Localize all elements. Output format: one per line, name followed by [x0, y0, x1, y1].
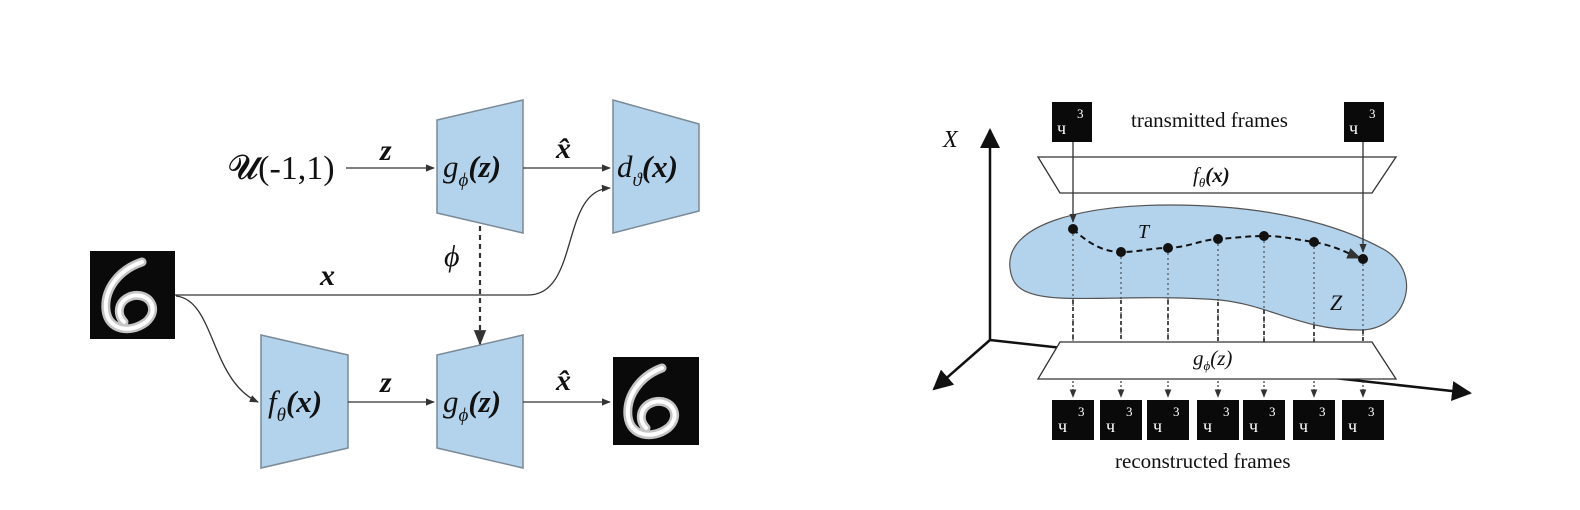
- generator-bottom-arg: (z): [468, 384, 501, 419]
- svg-text:ч: ч: [1348, 416, 1357, 436]
- encoder-arg: (x): [286, 384, 322, 419]
- svg-text:3: 3: [1368, 404, 1375, 419]
- input-digit-image: [90, 251, 175, 339]
- svg-text:ч: ч: [1058, 416, 1067, 436]
- noise-source-label: 𝓤(-1,1): [228, 150, 335, 187]
- generator-top-sub: ϕ: [459, 170, 469, 191]
- generator-top-fn: g: [443, 149, 459, 184]
- projection-lines-dark: [1072, 300, 1364, 342]
- latent-manifold: [1009, 204, 1408, 331]
- transmitted-frame-right: ч 3: [1344, 102, 1384, 142]
- svg-text:ч: ч: [1106, 416, 1115, 436]
- svg-text:ч: ч: [1153, 416, 1162, 436]
- svg-text:3: 3: [1173, 404, 1180, 419]
- edge-label-z-top: z: [379, 134, 392, 167]
- reconstructed-frame: ч3: [1147, 400, 1189, 440]
- encoder-sub: θ: [277, 405, 286, 426]
- axis-depth: [932, 339, 991, 391]
- edge-label-phi: ϕ: [444, 240, 460, 273]
- edge-label-xhat-bottom: x̂: [555, 364, 571, 397]
- trajectory-points: [1068, 224, 1368, 264]
- svg-text:fθ(x): fθ(x): [1193, 163, 1230, 190]
- transmitted-frames-label: transmitted frames: [1131, 108, 1288, 132]
- output-digit-image: [613, 357, 699, 445]
- discriminator-sub: ϑ: [633, 170, 644, 191]
- right-decoder-arg: (z): [1210, 346, 1232, 370]
- reconstructed-frame: ч3: [1293, 400, 1335, 440]
- encoder-block: fθ(x): [260, 334, 349, 469]
- reconstructed-frames-label: reconstructed frames: [1115, 449, 1291, 473]
- reconstructed-frame: ч3: [1100, 400, 1142, 440]
- right-encoder-sub: θ: [1199, 175, 1206, 190]
- generator-top-arg: (z): [468, 149, 501, 184]
- axis-label-x: X: [942, 127, 959, 153]
- right-encoder-fn: f: [1193, 163, 1202, 187]
- encoder-slab: fθ(x): [1036, 156, 1398, 194]
- right-decoder-fn: g: [1193, 346, 1204, 370]
- svg-text:ч: ч: [1349, 118, 1358, 138]
- transmitted-frame-left: ч 3: [1052, 102, 1092, 142]
- edge-label-z-bottom: z: [379, 366, 392, 399]
- reconstructed-frame: ч3: [1243, 400, 1285, 440]
- svg-text:3: 3: [1126, 404, 1133, 419]
- manifold-label: Z: [1330, 290, 1343, 315]
- right-encoder-arg: (x): [1205, 163, 1230, 187]
- svg-text:ч: ч: [1057, 118, 1066, 138]
- svg-text:3: 3: [1077, 106, 1084, 121]
- svg-text:3: 3: [1078, 404, 1085, 419]
- svg-text:gϕ(z): gϕ(z): [443, 149, 501, 191]
- right-decoder-sub: ϕ: [1204, 358, 1211, 373]
- reconstructed-frame: ч3: [1197, 400, 1239, 440]
- generator-bottom-block: gϕ(z): [436, 334, 524, 469]
- discriminator-block: dϑ(x): [612, 99, 700, 234]
- decoder-slab: gϕ(z): [1036, 341, 1398, 380]
- generator-bottom-fn: g: [443, 384, 459, 419]
- svg-text:ч: ч: [1299, 416, 1308, 436]
- svg-text:ч: ч: [1249, 416, 1258, 436]
- generator-bottom-sub: ϕ: [459, 405, 469, 426]
- svg-text:3: 3: [1369, 106, 1376, 121]
- trajectory-label: T: [1138, 221, 1151, 243]
- svg-text:gϕ(z): gϕ(z): [1193, 346, 1232, 373]
- svg-text:gϕ(z): gϕ(z): [443, 384, 501, 426]
- discriminator-fn: d: [617, 149, 633, 184]
- svg-text:3: 3: [1319, 404, 1326, 419]
- generator-top-block: gϕ(z): [436, 99, 524, 234]
- discriminator-arg: (x): [642, 149, 678, 184]
- svg-text:ч: ч: [1203, 416, 1212, 436]
- left-diagram: 𝓤(-1,1) gϕ(z) dϑ(x) fθ(x) gϕ(z): [90, 99, 700, 469]
- edge-input-to-discriminator: [175, 184, 611, 296]
- edge-input-to-encoder: [175, 295, 259, 403]
- edge-label-x: x: [319, 259, 335, 292]
- edge-label-xhat-top: x̂: [555, 132, 571, 165]
- svg-text:3: 3: [1223, 404, 1230, 419]
- right-diagram: X Z: [932, 102, 1472, 473]
- reconstructed-frame: ч3: [1342, 400, 1384, 440]
- reconstructed-frame: ч3: [1052, 400, 1094, 440]
- svg-text:dϑ(x): dϑ(x): [617, 149, 678, 191]
- svg-text:3: 3: [1269, 404, 1276, 419]
